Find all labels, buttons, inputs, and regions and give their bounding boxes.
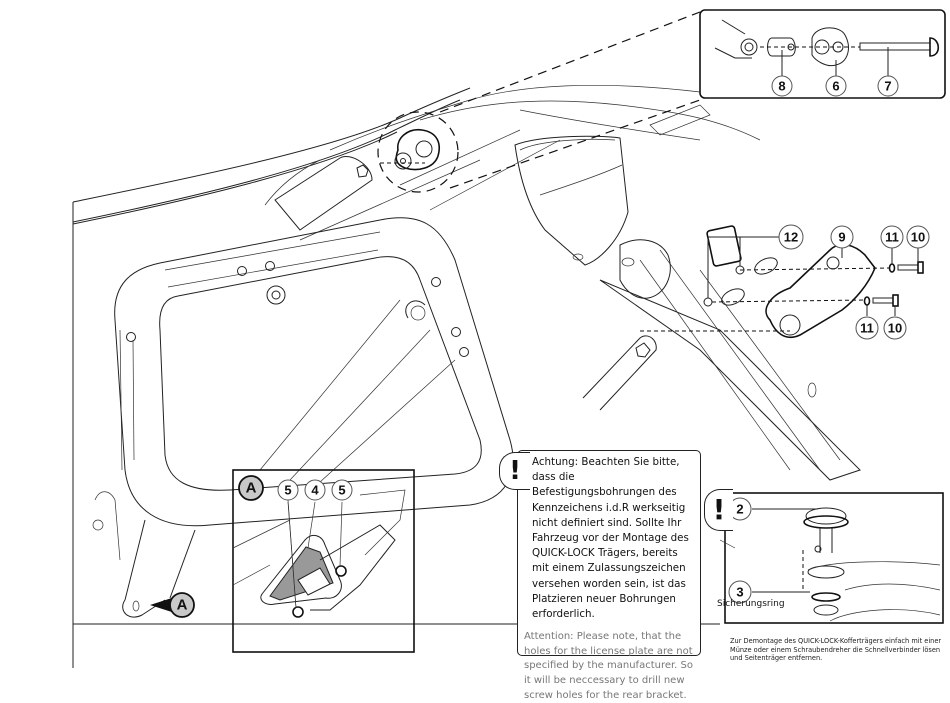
callout-8: 8 [771, 75, 793, 97]
svg-text:5: 5 [338, 483, 345, 498]
svg-text:9: 9 [838, 230, 845, 245]
callout-12: 12 [778, 224, 804, 250]
svg-text:4: 4 [311, 483, 319, 498]
callout-4: 4 [304, 479, 326, 501]
side-carrier-frame [92, 217, 514, 618]
detail-a-box [232, 469, 415, 653]
callout-9: 9 [830, 225, 854, 249]
svg-text:7: 7 [884, 79, 891, 94]
callout-6: 6 [825, 75, 847, 97]
warning-text-german: Achtung: Beachten Sie bitte, dass die Be… [532, 456, 689, 621]
frame-pointer-a-marker: A [150, 592, 195, 618]
callout-3: 3 [728, 580, 752, 604]
motorcycle-body-lines [72, 84, 861, 481]
callout-7: 7 [877, 75, 899, 97]
license-bracket-arm [582, 330, 790, 411]
svg-text:6: 6 [832, 79, 839, 94]
svg-text:A: A [246, 480, 257, 497]
svg-text:10: 10 [911, 230, 925, 245]
leader-lines [287, 47, 919, 609]
svg-text:10: 10 [888, 321, 902, 336]
detail-a-marker: A [238, 475, 264, 501]
callout-10-top: 10 [906, 225, 930, 249]
svg-text:11: 11 [860, 321, 874, 336]
warning-icon: ! [499, 452, 530, 490]
exploded-detail-box [699, 9, 946, 99]
svg-text:5: 5 [284, 483, 291, 498]
callout-11-bottom: 11 [855, 316, 879, 340]
warning-note: Achtung: Beachten Sie bitte, dass die Be… [517, 450, 701, 701]
callout-10-bottom: 10 [883, 316, 907, 340]
svg-text:3: 3 [736, 585, 743, 600]
callout-5-left: 5 [277, 479, 299, 501]
svg-text:12: 12 [784, 230, 798, 245]
assembly-drawing: 8 6 7 12 9 11 10 11 10 5 4 5 2 3 A A [72, 9, 946, 668]
callout-11-top: 11 [880, 225, 904, 249]
svg-text:11: 11 [885, 230, 899, 245]
callout-5-right: 5 [331, 479, 353, 501]
removal-instruction-note: Zur Demontage des QUICK-LOCK-Kofferträge… [730, 637, 942, 663]
retaining-ring-label: Sicherungsring [717, 599, 785, 609]
magnifier-detail [274, 11, 701, 231]
warning-icon-quick-release: ! [704, 489, 733, 531]
warning-text-english: Attention: Please note, that the holes f… [524, 631, 694, 701]
quick-release-detail [719, 492, 944, 624]
svg-text:A: A [177, 597, 188, 614]
svg-text:2: 2 [736, 502, 743, 517]
svg-text:8: 8 [778, 79, 785, 94]
